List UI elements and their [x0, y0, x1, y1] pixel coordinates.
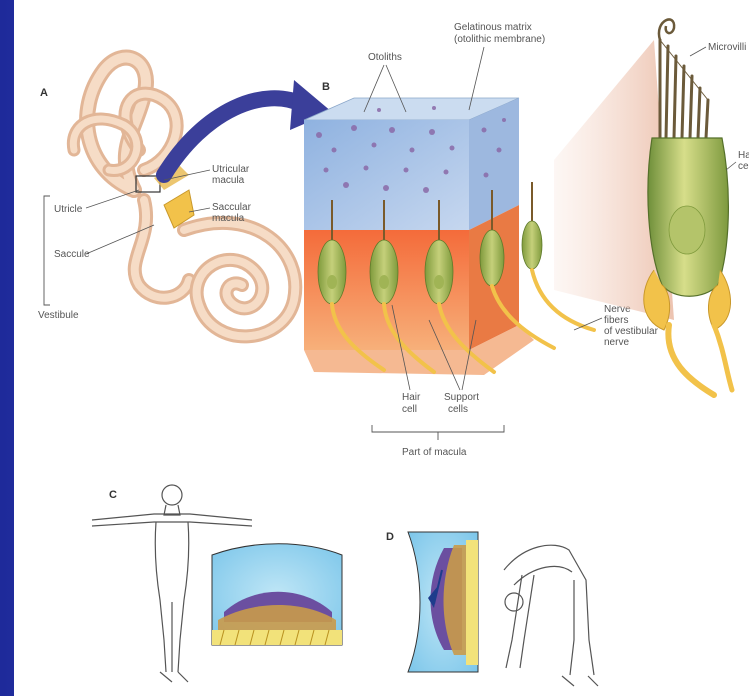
- label-nerve-4: nerve: [604, 337, 629, 348]
- label-support-2: cells: [448, 404, 468, 415]
- label-utricle: Utricle: [54, 204, 83, 215]
- label-saccular-1: Saccular: [212, 202, 252, 213]
- panel-b-letter: B: [322, 81, 330, 93]
- slide-canvas: A Utricular macula Saccular macula Utric…: [14, 0, 749, 696]
- enlarged-hair-cell: [644, 19, 732, 395]
- panel-a-letter: A: [40, 87, 48, 99]
- label-hair-cell-1: Hair: [402, 392, 421, 403]
- label-nerve-3: of vestibular: [604, 326, 659, 337]
- leader-utricle: [86, 190, 139, 208]
- label-utricular-2: macula: [212, 175, 245, 186]
- cochlea: [184, 223, 295, 336]
- label-gelatinous-2: (otolithic membrane): [454, 34, 545, 45]
- label-utricular-1: Utricular: [212, 164, 250, 175]
- panel-d-letter: D: [386, 531, 394, 543]
- label-vestibule: Vestibule: [38, 310, 79, 321]
- label-microvilli: Microvilli: [708, 42, 746, 53]
- label-saccular-2: macula: [212, 213, 245, 224]
- leader-microvilli: [690, 47, 706, 56]
- label-nerve-2: fibers: [604, 315, 628, 326]
- label-gelatinous-1: Gelatinous matrix: [454, 22, 532, 33]
- vestibular-diagram: A Utricular macula Saccular macula Utric…: [14, 0, 749, 696]
- label-hair-cell-right-1: Hair: [738, 150, 749, 161]
- hair-cell: [522, 182, 542, 269]
- leader-hair-cell-right: [726, 162, 736, 170]
- vestibule-bracket: [44, 196, 50, 305]
- bent-person-figure: [504, 545, 598, 686]
- label-saccule: Saccule: [54, 249, 90, 260]
- label-support-1: Support: [444, 392, 479, 403]
- macula-bracket: [372, 425, 504, 432]
- label-hair-cell-2: cell: [402, 404, 417, 415]
- label-otoliths: Otoliths: [368, 52, 402, 63]
- label-hair-cell-right-2: cell: [738, 161, 749, 172]
- label-part-of-macula: Part of macula: [402, 447, 467, 458]
- macula-tilted-inset: [408, 532, 478, 672]
- panel-c-letter: C: [109, 489, 117, 501]
- macula-upright-inset: [212, 544, 342, 645]
